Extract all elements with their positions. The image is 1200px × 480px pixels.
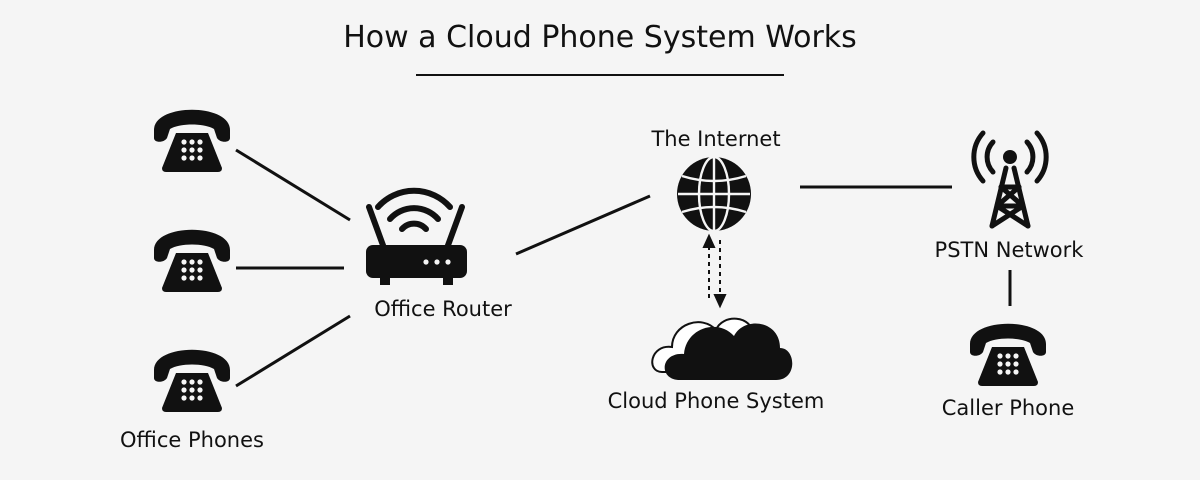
label-caller-phone: Caller Phone (941, 396, 1075, 420)
globe-icon (677, 155, 751, 233)
telephone-icon (154, 229, 230, 292)
label-office-phones: Office Phones (120, 428, 264, 452)
title-underline (416, 74, 784, 76)
radio-tower-icon (971, 130, 1049, 229)
diagram-title: How a Cloud Phone System Works (343, 20, 857, 55)
wifi-router-icon (366, 187, 467, 285)
label-pstn-network: PSTN Network (934, 238, 1084, 262)
label-office-router: Office Router (374, 297, 512, 321)
label-internet: The Internet (651, 127, 781, 151)
link-router-internet (515, 194, 651, 256)
telephone-icon (154, 349, 230, 412)
link-phone1-router (235, 148, 351, 222)
telephone-icon (154, 109, 230, 172)
link-internet-cloud (702, 233, 727, 309)
label-cloud-phone-system: Cloud Phone System (607, 389, 825, 413)
link-phone3-router (235, 314, 351, 388)
cloud-icon (651, 317, 793, 380)
telephone-icon (970, 323, 1046, 386)
